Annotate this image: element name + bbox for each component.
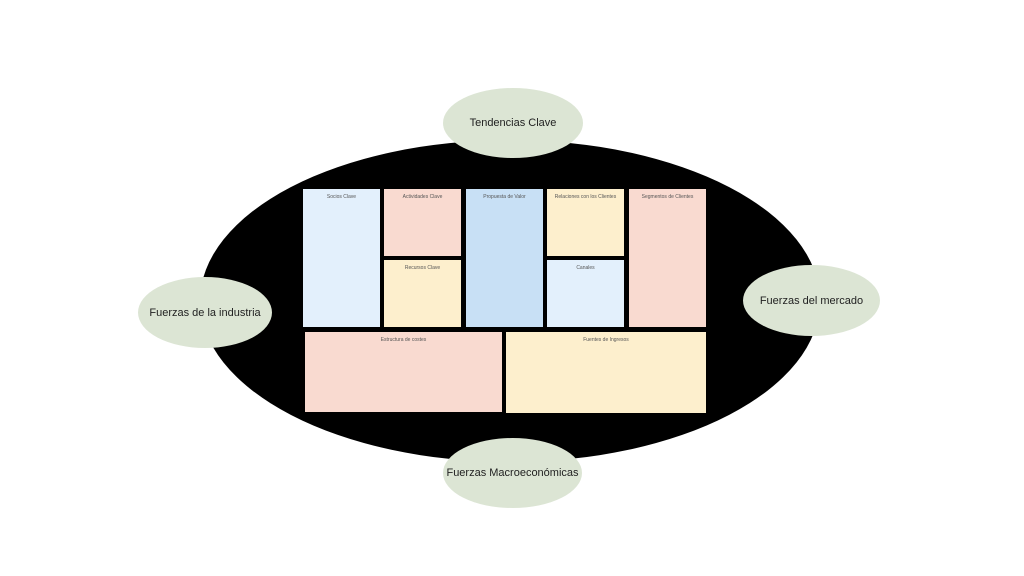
box-label: Segmentos de Clientes — [641, 194, 694, 200]
box-actividades-clave[interactable]: Actividades Clave — [384, 189, 461, 256]
box-socios-clave[interactable]: Socios Clave — [303, 189, 380, 327]
oval-fuerzas-industria[interactable]: Fuerzas de la industria — [138, 277, 272, 348]
box-segmentos-clientes[interactable]: Segmentos de Clientes — [629, 189, 706, 327]
oval-fuerzas-mercado[interactable]: Fuerzas del mercado — [743, 265, 880, 336]
box-estructura-costes[interactable]: Estructura de costes — [305, 332, 502, 412]
box-fuentes-ingresos[interactable]: Fuentes de Ingresos — [506, 332, 706, 413]
oval-label: Fuerzas de la industria — [149, 306, 261, 319]
box-relaciones-clientes[interactable]: Relaciones con los Clientes — [547, 189, 624, 256]
oval-label: Fuerzas del mercado — [759, 294, 864, 307]
box-label: Fuentes de Ingresos — [583, 337, 629, 343]
box-label: Estructura de costes — [380, 337, 427, 343]
box-label: Socios Clave — [326, 194, 357, 200]
box-recursos-clave[interactable]: Recursos Clave — [384, 260, 461, 327]
box-label: Relaciones con los Clientes — [554, 194, 617, 200]
box-propuesta-valor[interactable]: Propuesta de Valor — [466, 189, 543, 327]
box-label: Canales — [576, 265, 595, 271]
oval-fuerzas-macroeconomicas[interactable]: Fuerzas Macroeconómicas — [443, 438, 582, 508]
box-label: Recursos Clave — [404, 265, 441, 271]
box-label: Actividades Clave — [402, 194, 443, 200]
oval-label: Fuerzas Macroeconómicas — [446, 467, 579, 479]
box-canales[interactable]: Canales — [547, 260, 624, 327]
oval-label: Tendencias Clave — [469, 117, 557, 129]
box-label: Propuesta de Valor — [483, 194, 526, 200]
oval-tendencias-clave[interactable]: Tendencias Clave — [443, 88, 583, 158]
